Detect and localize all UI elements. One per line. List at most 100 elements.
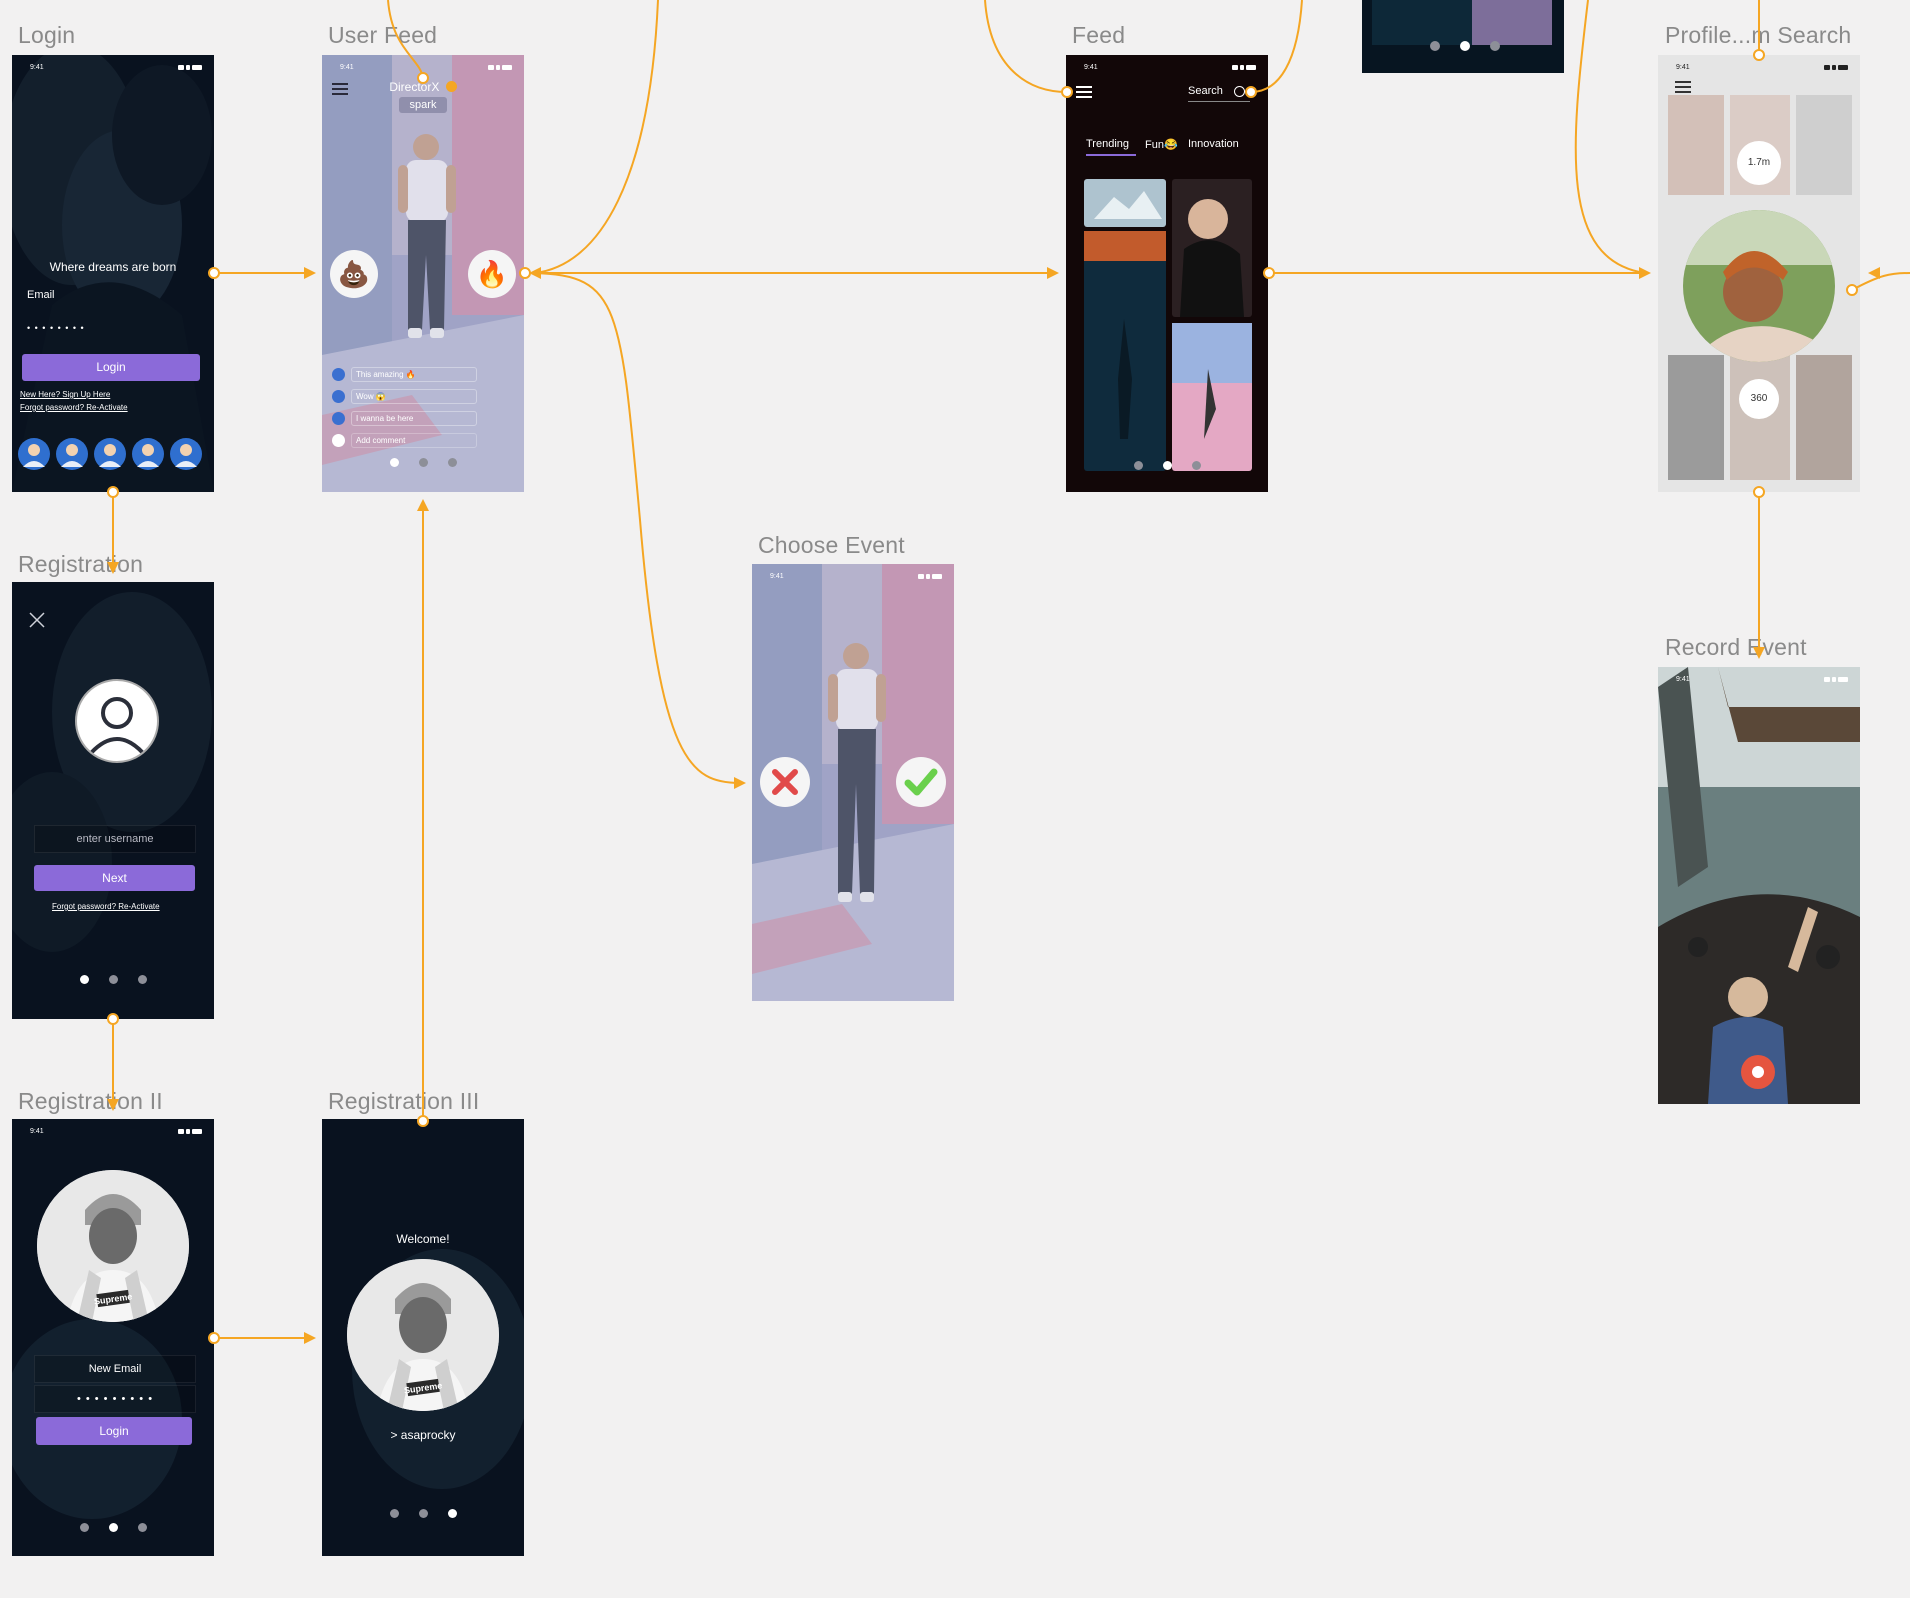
status-time: 9:41	[1084, 64, 1098, 71]
page-dot[interactable]	[418, 458, 428, 467]
feed-photo-dancer[interactable]	[1172, 323, 1252, 471]
arrowhead-icon	[1639, 267, 1651, 279]
close-icon[interactable]	[28, 611, 46, 629]
user-silhouette-icon	[89, 697, 145, 755]
avatar-4[interactable]	[132, 438, 164, 470]
artboard-choose-event[interactable]: 9:41	[752, 564, 954, 1001]
user-profile-photo[interactable]: Supreme	[347, 1259, 499, 1411]
reject-button[interactable]	[760, 757, 810, 807]
add-comment-input[interactable]: Add comment	[351, 433, 477, 448]
flow-link-user-feed-to-choose-event[interactable]	[524, 272, 741, 784]
artboard-offscreen-partial[interactable]	[1362, 0, 1564, 73]
page-dot[interactable]	[79, 1523, 89, 1532]
new-email-input[interactable]: New Email	[34, 1355, 196, 1383]
commenter-avatar	[332, 390, 345, 403]
artboard-profile-search[interactable]: 9:41 1.7m 360	[1658, 55, 1860, 492]
artboard-title-profile-search: Profile...m Search	[1665, 22, 1852, 48]
search-icon[interactable]	[1234, 86, 1245, 97]
tab-trending[interactable]: Trending	[1086, 138, 1130, 150]
fire-reaction-button[interactable]: 🔥	[468, 250, 516, 298]
artboard-registration-iii[interactable]: Welcome! Supreme > asaprocky	[322, 1119, 524, 1556]
feed-photo-ocean[interactable]	[1084, 231, 1166, 471]
username-input[interactable]: enter username	[34, 825, 196, 853]
avatar-3[interactable]	[94, 438, 126, 470]
dislike-reaction-button[interactable]: 💩	[330, 250, 378, 298]
artboard-record-event[interactable]: 9:41	[1658, 667, 1860, 1104]
page-dot[interactable]	[137, 975, 147, 984]
menu-icon[interactable]	[1076, 86, 1092, 98]
login-button[interactable]: Login	[36, 1417, 192, 1445]
follower-count-badge[interactable]: 1.7m	[1737, 141, 1781, 185]
page-dot[interactable]	[137, 1523, 147, 1532]
artboard-title-user-feed: User Feed	[328, 22, 438, 48]
status-signal-icon	[178, 1129, 202, 1134]
add-comment-row[interactable]: Add comment	[332, 433, 477, 448]
menu-icon[interactable]	[332, 83, 348, 95]
menu-icon[interactable]	[1675, 81, 1691, 93]
avatar-placeholder-icon[interactable]	[75, 679, 159, 763]
tab-active-indicator	[1086, 154, 1136, 156]
person-walking-figure	[828, 643, 886, 902]
page-dot[interactable]	[447, 458, 457, 467]
page-dot[interactable]	[1162, 461, 1172, 470]
page-dot[interactable]	[108, 1523, 118, 1532]
feed-photo-grid	[1084, 179, 1252, 471]
flow-link-top-to-profile-search[interactable]	[1574, 0, 1646, 274]
user-name[interactable]: DirectorX	[389, 80, 440, 94]
artboard-registration[interactable]: enter username Next Forgot password? Re-…	[12, 582, 214, 1019]
concert-crowd-photo	[1658, 667, 1860, 1104]
artboard-registration-ii[interactable]: 9:41 Supreme New Email • • • • • • • • •…	[12, 1119, 214, 1556]
artboard-feed[interactable]: 9:41 Search Trending Fun😂 Innovation	[1066, 55, 1268, 492]
avatar-2[interactable]	[56, 438, 88, 470]
page-dot[interactable]	[418, 1509, 428, 1518]
arrowhead-icon	[304, 267, 316, 279]
forgot-password-link[interactable]: Forgot password? Re-Activate	[52, 902, 160, 911]
avatar-5[interactable]	[170, 438, 202, 470]
page-dot[interactable]	[1191, 461, 1201, 470]
login-tagline: Where dreams are born	[49, 260, 177, 274]
password-input[interactable]: • • • • • • • • •	[34, 1385, 196, 1413]
signup-link[interactable]: New Here? Sign Up Here	[20, 390, 111, 399]
page-dot[interactable]	[79, 975, 89, 984]
flow-link-top-to-feed-menu[interactable]	[984, 0, 1068, 93]
forgot-password-link[interactable]: Forgot password? Re-Activate	[20, 403, 128, 412]
status-time: 9:41	[30, 1128, 44, 1135]
welcome-heading: Welcome!	[396, 1232, 450, 1246]
alert-icon	[445, 81, 457, 92]
arrowhead-icon	[417, 499, 429, 511]
tab-fun[interactable]: Fun😂	[1145, 139, 1178, 151]
artboard-user-feed[interactable]: 9:41 DirectorX spark 💩 🔥 This amazing 🔥 …	[322, 55, 524, 492]
status-signal-icon	[178, 65, 202, 70]
page-dot[interactable]	[1133, 461, 1143, 470]
password-field[interactable]: • • • • • • • •	[27, 323, 85, 333]
avatar-1[interactable]	[18, 438, 50, 470]
feed-photo-woman[interactable]	[1172, 179, 1252, 317]
flow-link-top-to-user-feed[interactable]	[534, 0, 659, 274]
search-label[interactable]: Search	[1188, 85, 1223, 97]
next-button[interactable]: Next	[34, 865, 195, 891]
record-button[interactable]	[1741, 1055, 1775, 1089]
feed-photo-iceberg[interactable]	[1084, 179, 1166, 227]
page-dot[interactable]	[389, 1509, 399, 1518]
email-label: Email	[27, 289, 55, 301]
arrowhead-icon	[734, 777, 746, 789]
flow-link-profile-search-offscreen[interactable]	[1851, 272, 1910, 291]
login-button[interactable]: Login	[22, 354, 200, 381]
page-dot[interactable]	[108, 975, 118, 984]
artboard-login[interactable]: 9:41 Where dreams are born Email • • • •…	[12, 55, 214, 492]
commenter-avatar	[332, 412, 345, 425]
user-profile-photo[interactable]: Supreme	[37, 1170, 189, 1322]
artboard-title-feed: Feed	[1072, 22, 1126, 48]
arrowhead-icon	[304, 1332, 316, 1344]
registration-ii-background-art	[12, 1119, 214, 1556]
tab-innovation[interactable]: Innovation	[1188, 138, 1239, 150]
plus-icon	[332, 434, 345, 447]
accept-button[interactable]	[896, 757, 946, 807]
profile-photo[interactable]	[1683, 210, 1835, 362]
partial-artboard-preview	[1372, 0, 1552, 51]
views-count-badge[interactable]: 360	[1739, 379, 1779, 419]
page-dot[interactable]	[389, 458, 399, 467]
page-dot[interactable]	[447, 1509, 457, 1518]
